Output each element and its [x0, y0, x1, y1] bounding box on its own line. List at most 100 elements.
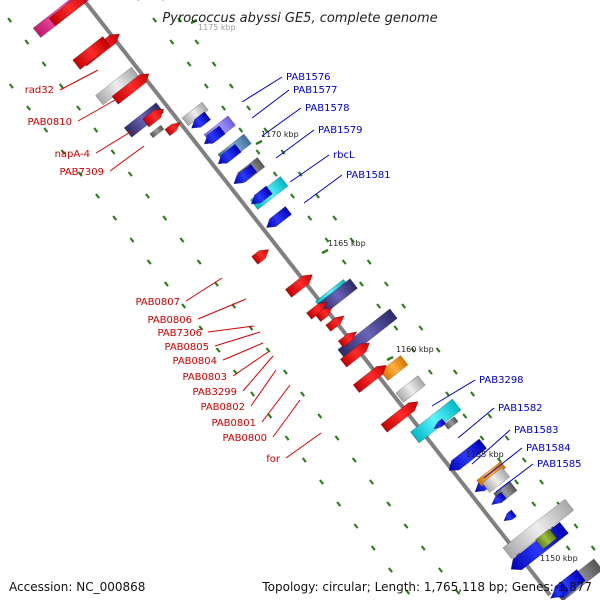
gene-b3-body: [217, 143, 242, 165]
gene-b1-body: [191, 111, 211, 129]
tick-mark: [462, 413, 468, 419]
tick-mark: [334, 435, 340, 441]
label-pab1583: PAB1583: [514, 425, 559, 436]
gene-red-g: [380, 401, 419, 433]
gene-pab1582: [444, 416, 459, 430]
label-pab7306: PAB7306: [157, 328, 202, 339]
tick-mark: [300, 391, 306, 397]
tick-mark: [470, 391, 476, 397]
tick-mark: [196, 259, 202, 265]
gene-pab3299: [337, 308, 398, 360]
gene-pab1584-body: [481, 467, 510, 493]
gene-red-a: [48, 0, 89, 27]
tick-label: 1170 kbp: [261, 130, 299, 139]
tick-mark: [565, 545, 571, 551]
tick-mark: [203, 83, 209, 89]
backbone-line: [81, 0, 552, 597]
tick-mark: [145, 193, 150, 199]
tick-mark: [514, 479, 519, 485]
gene-pab0807-body: [251, 249, 270, 265]
tick-mark: [504, 435, 510, 441]
gene-pab1582-body: [444, 416, 459, 430]
tick-mark: [163, 281, 169, 287]
tick-mark: [521, 457, 527, 463]
label-leader-lines: [59, 69, 534, 493]
tick-mark: [531, 501, 537, 507]
major-tick: [386, 355, 394, 362]
leader-left: [285, 432, 322, 459]
label-pab0805: PAB0805: [164, 342, 209, 353]
gene-b4-body: [233, 163, 258, 185]
tick-mark: [110, 149, 116, 155]
label-pab0810: PAB0810: [27, 117, 72, 128]
gene-b6: [448, 438, 487, 471]
tick-mark: [479, 435, 485, 441]
tick-mark: [162, 215, 168, 221]
tick-mark: [336, 501, 342, 507]
genome-backbone: [81, 0, 552, 597]
tick-mark: [307, 215, 313, 221]
gene-pab0804-body: [315, 307, 333, 322]
tick-mark: [169, 39, 175, 45]
tick-mark: [401, 303, 407, 309]
leader-left: [77, 99, 116, 122]
tick-mark: [366, 259, 372, 265]
tick-mark: [376, 303, 382, 309]
label-pab1584: PAB1584: [526, 443, 571, 454]
leader-left: [197, 298, 247, 320]
tick-mark: [41, 61, 47, 67]
label-pab1577: PAB1577: [293, 85, 338, 96]
tick-label: 1165 kbp: [328, 239, 366, 248]
tick-mark: [24, 39, 30, 45]
tick-mark: [267, 413, 273, 419]
leader-left: [261, 384, 291, 423]
tick-mark: [112, 215, 118, 221]
leader-right: [275, 129, 315, 159]
leader-left: [214, 331, 261, 347]
gene-pab3298: [433, 418, 447, 430]
tick-mark: [353, 523, 359, 529]
tick-mark: [246, 105, 252, 111]
major-tick: [255, 139, 263, 146]
label-pab0803: PAB0803: [182, 372, 227, 383]
tick-mark: [369, 479, 374, 485]
leader-right: [251, 89, 290, 119]
tick-mark: [60, 149, 66, 155]
tick-mark: [383, 281, 389, 287]
gene-small-body: [149, 124, 165, 139]
tick-mark: [315, 193, 320, 199]
tick-mark: [539, 479, 544, 485]
tick-mark: [349, 237, 355, 243]
gene-pab1581: [266, 206, 292, 228]
tick-label: 1150 kbp: [540, 554, 578, 563]
gene-b5: [250, 185, 273, 205]
gene-b6-body: [448, 438, 487, 471]
tick-mark: [76, 105, 82, 111]
tick-mark: [272, 171, 278, 177]
gene-b10: [510, 521, 569, 571]
gene-b9: [503, 509, 517, 522]
gene-red-d: [142, 108, 165, 128]
tick-mark: [198, 325, 204, 331]
tick-mark: [351, 457, 357, 463]
leader-left: [95, 130, 133, 154]
tick-mark: [77, 171, 83, 177]
tick-mark: [146, 259, 152, 265]
gene-pab0802-body: [337, 331, 358, 348]
tick-mark: [435, 347, 441, 353]
gene-pab0810-body: [72, 36, 111, 70]
gene-red-e: [164, 122, 181, 137]
tick-mark: [58, 83, 64, 89]
tick-mark: [95, 193, 100, 199]
label-pab1585: PAB1585: [537, 459, 582, 470]
leader-left: [272, 399, 301, 438]
gene-features: [32, 0, 600, 600]
major-tick: [321, 248, 329, 255]
label-pab0804: PAB0804: [172, 356, 217, 367]
gene-red-c-body: [111, 73, 150, 105]
gene-b3: [217, 143, 242, 165]
gene-red-f-body: [352, 364, 387, 394]
gene-olive: [535, 528, 558, 550]
tick-mark: [324, 237, 330, 243]
tick-mark: [290, 193, 295, 199]
